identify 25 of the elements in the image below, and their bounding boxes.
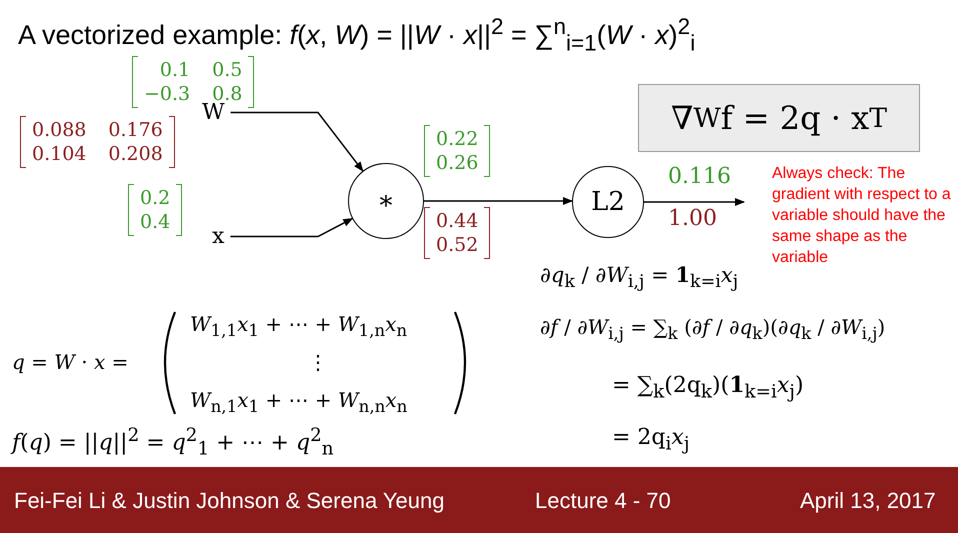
equation: ⋮ <box>308 350 328 374</box>
arrow <box>424 197 573 205</box>
equation: W$_{n,1}$x$_{1}$ + ⋯ + W$_{n,n}$x$_{n}$ <box>190 388 408 416</box>
equation: W$_{1,1}$x$_{1}$ + ⋯ + W$_{1,n}$x$_{n}$ <box>190 312 408 340</box>
gradient-matrix: 0.088 0.176 0.104 0.208 <box>20 116 175 168</box>
arrow <box>644 198 745 206</box>
gradient-value: 1.00 <box>668 206 717 231</box>
matrix-values: 0.22 0.26 <box>424 125 490 177</box>
gradient-matrix: 0.44 0.52 <box>424 207 490 259</box>
equation: ∂f / ∂W$_{i,j}$ = ∑$_{k}$ (∂f / ∂q$_{k}$)(∂q$_{k}$ / ∂W$_{i,j}$) <box>540 315 886 343</box>
equation: = 2q$_{i}$x$_{j}$ <box>612 425 690 454</box>
footer-text: Fei-Fei Li & Justin Johnson & Serena Yeung <box>14 488 444 514</box>
arrow <box>230 218 354 238</box>
value-label: 0.116 <box>668 164 731 189</box>
footer-text: Lecture 4 - 70 <box>535 488 671 514</box>
equation: q = W · x = <box>12 350 128 374</box>
matrix-values: 0.2 0.4 <box>128 184 182 236</box>
input-label: x <box>212 224 224 249</box>
arrow <box>230 112 364 172</box>
footer-text: April 13, 2017 <box>800 488 936 514</box>
operator-circle: L2 <box>572 166 644 238</box>
equation: ∂q$_{k}$ / ∂W$_{i,j}$ = 1$_{k=i}$x$_{j}$ <box>540 262 738 292</box>
equation: = ∑$_{k}$(2q$_{k}$)(1$_{k=i}$x$_{j}$) <box>612 372 804 402</box>
operator-circle: ∗ <box>348 163 424 239</box>
note-text: Always check: The gradient with respect to a variable should have the same shape as the variable <box>772 164 952 268</box>
